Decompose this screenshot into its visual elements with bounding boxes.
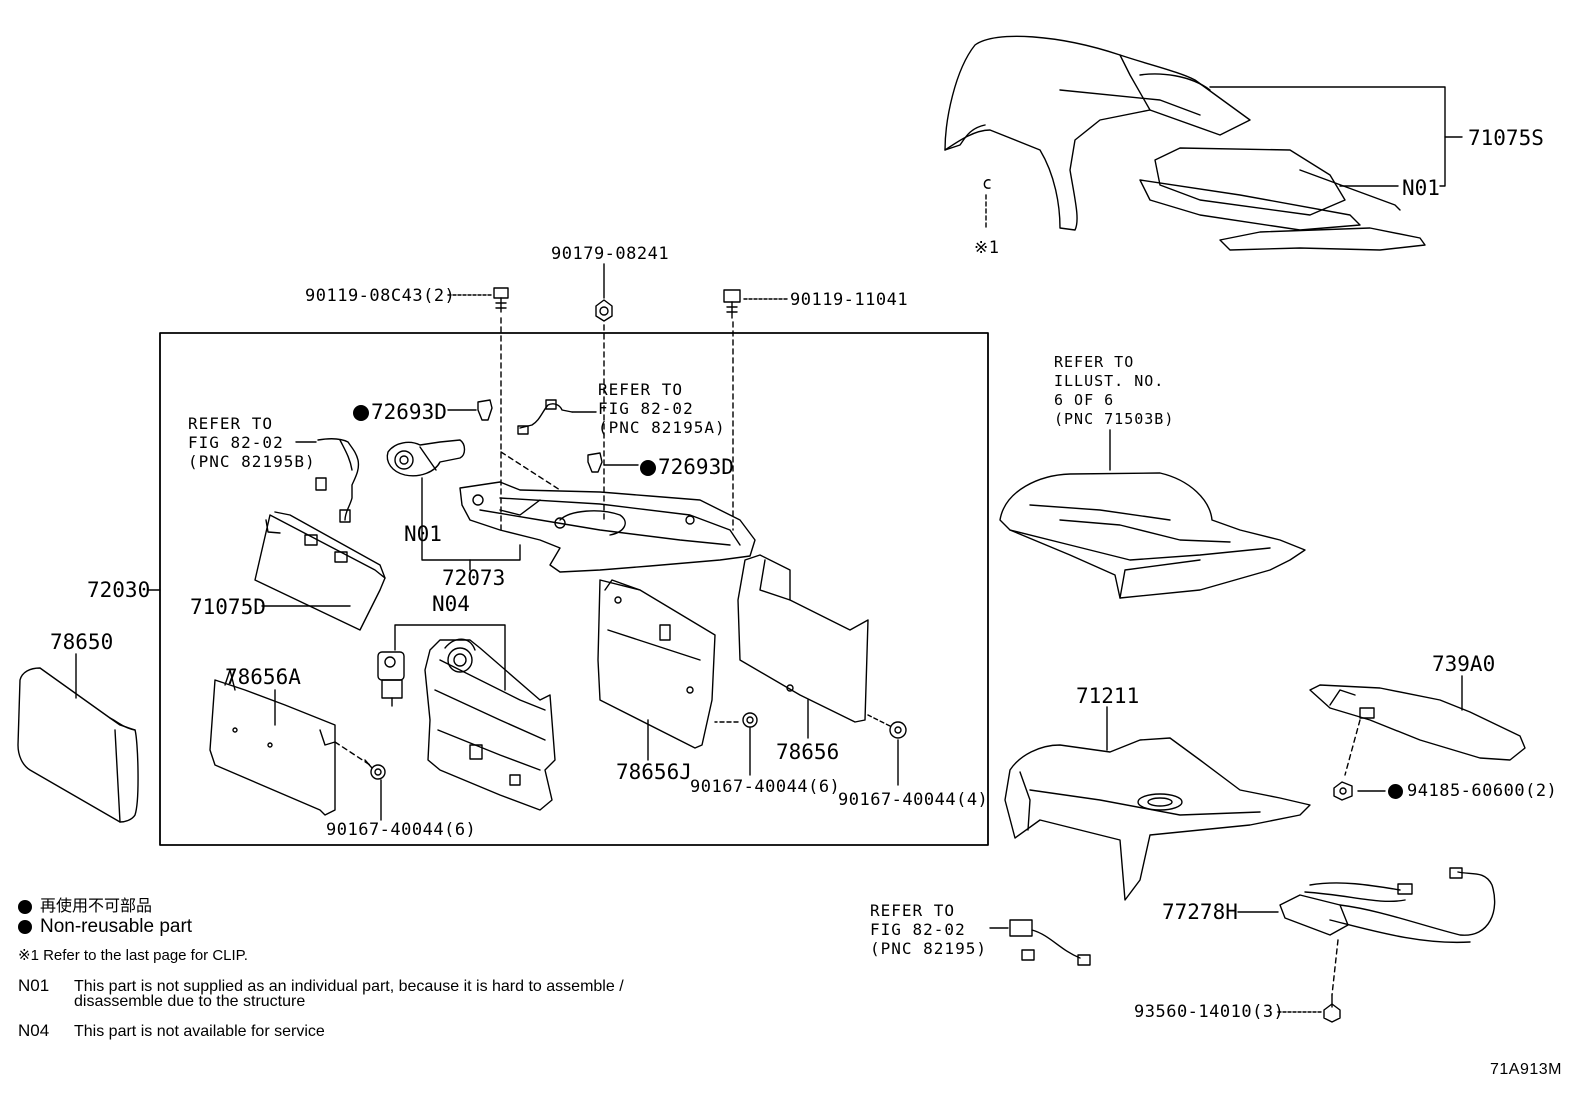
wire-harness-82195 [1009,919,1091,966]
cover-78656-part [737,554,869,723]
cover-78656A-part [209,669,336,816]
legend-N01-code: N01 [18,976,50,995]
label-90119-11041[interactable]: 90119-11041 [790,290,909,310]
legend-nonreusable-jp: 再使用不可部品 [18,892,152,916]
legend-N01-text: This part is not supplied as an individu… [74,978,624,1010]
non-reusable-dot-icon [353,405,369,421]
label-N01-top[interactable]: N01 [1402,176,1440,200]
label-90179-08241[interactable]: 90179-08241 [551,244,670,264]
cushion-78650-part [17,653,139,823]
label-N04[interactable]: N04 [432,592,470,616]
label-78656J[interactable]: 78656J [616,760,692,784]
seat-back-pad-part [1139,147,1426,251]
refer-to-71503B[interactable]: REFER TO ILLUST. NO. 6 OF 6 (PNC 71503B) [1054,353,1175,428]
label-78656[interactable]: 78656 [776,740,840,764]
refer-to-82195[interactable]: REFER TO FIG 82-02 (PNC 82195) [870,901,987,958]
shield-739A0-part [1309,684,1526,761]
wire-harness-82195A [517,399,597,435]
label-77278H[interactable]: 77278H [1162,900,1238,924]
non-reusable-dot-icon [18,899,32,914]
figure-code: 71A913M [1490,1061,1562,1078]
label-clip-note: ※1 [974,238,1000,258]
non-reusable-dot-icon [18,919,32,934]
seat-pad-71075D-part [254,511,386,631]
label-72693D-right[interactable]: 72693D [640,455,734,479]
label-90167-40044-6-mid[interactable]: 90167-40044(6) [690,777,841,797]
bolt-93560-14010 [1323,994,1341,1023]
seat-motor-part [386,439,466,477]
seat-cushion-cover-part [999,472,1306,599]
seat-frame-part [459,481,756,573]
label-71075S[interactable]: 71075S [1468,126,1544,150]
screw-90167-40044-right [867,714,907,739]
legend-clip-note: ※1 Refer to the last page for CLIP. [18,947,248,964]
nut-94185-60600 [1333,781,1353,801]
clip-72693D-right [587,452,603,473]
label-78656A[interactable]: 78656A [225,665,301,689]
leader-N04 [394,624,506,691]
label-739A0[interactable]: 739A0 [1432,652,1496,676]
leader-71075S [1209,86,1446,187]
clip-symbol [983,179,991,189]
label-N01-mid[interactable]: N01 [404,522,442,546]
label-72030[interactable]: 72030 [87,578,151,602]
label-71211[interactable]: 71211 [1076,684,1140,708]
bolt-90119-08C43 [493,287,509,313]
label-71075D[interactable]: 71075D [190,595,266,619]
seat-back-cover-part [944,35,1251,231]
assembly-frame-box [159,332,989,846]
screw-90167-40044-bottom [364,759,386,780]
legend-N04-text: This part is not available for service [74,1023,325,1040]
non-reusable-dot-icon [1388,783,1403,799]
clip-72693D-left [477,399,493,421]
label-90167-40044-4[interactable]: 90167-40044(4) [838,790,989,810]
label-78650[interactable]: 78650 [50,630,114,654]
label-72693D-left[interactable]: 72693D [353,400,447,424]
label-94185-60600[interactable]: 94185-60600(2) [1388,781,1557,801]
actuator-part [377,651,405,707]
wire-harness-77278H-part [1279,867,1496,944]
refer-to-82195A[interactable]: REFER TO FIG 82-02 (PNC 82195A) [598,380,726,437]
cover-78656J-part [597,579,716,749]
screw-90167-40044-mid [714,712,758,728]
wire-harness-82195B [295,437,360,523]
legend-nonreusable-en: Non-reusable part [18,916,192,938]
non-reusable-dot-icon [640,460,656,476]
legend-N04-code: N04 [18,1021,50,1040]
refer-to-82195B[interactable]: REFER TO FIG 82-02 (PNC 82195B) [188,414,316,471]
label-72073[interactable]: 72073 [442,566,506,590]
label-90167-40044-6-bottom[interactable]: 90167-40044(6) [326,820,477,840]
bolt-90119-11041 [723,289,741,319]
mechanism-frame-part [424,638,556,811]
leader-N01-mid [421,477,521,561]
label-90119-08C43[interactable]: 90119-08C43(2) [305,286,456,306]
nut-90179-08241 [595,299,613,322]
seat-cushion-pan-part [1004,737,1311,901]
label-93560-14010[interactable]: 93560-14010(3) [1134,1002,1285,1022]
